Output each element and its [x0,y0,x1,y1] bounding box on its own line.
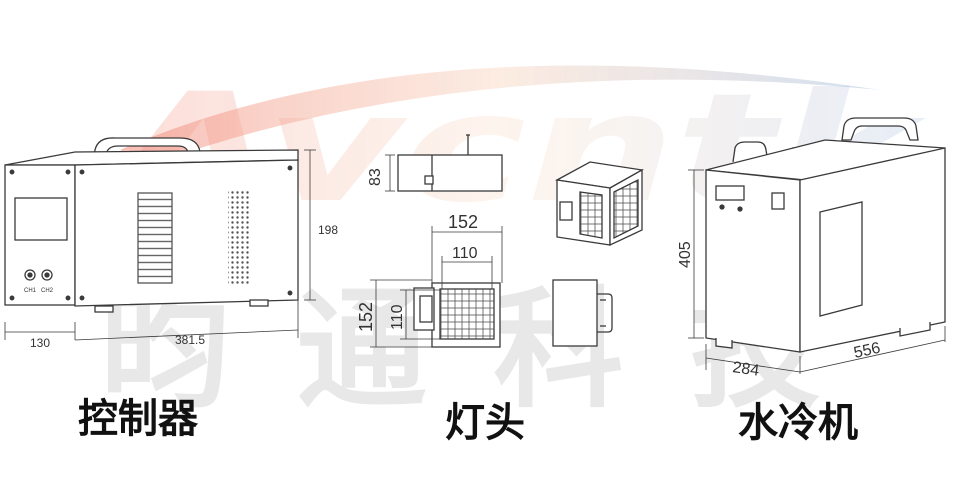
controller-screen [14,197,68,241]
chiller-display [715,185,745,201]
lamp-dim-outer-width: 152 [448,212,478,232]
chiller-side-panel [819,201,863,317]
lamp-side-view [552,279,598,347]
chiller-switch [771,192,785,210]
controller-vent-slats [137,192,173,284]
lamp-dim-inner-height: 110 [389,304,406,330]
controller-dim-depth: 130 [30,336,50,350]
controller-side [74,159,299,307]
lamp-drawing [370,134,644,348]
controller-dim-width: 381.5 [175,333,205,347]
chiller-handle-right [841,117,919,141]
chiller-drawing [688,117,946,374]
knob-ch2 [41,269,53,281]
chiller-dim-width: 556 [852,340,882,362]
chiller-handle-left [732,141,769,163]
lamp-dim-outer-height: 152 [356,302,376,332]
switch-label-ch2: CH2 [41,288,54,294]
controller-caption: 控制器 [78,396,199,442]
chiller-dim-height: 405 [677,241,694,268]
chiller-caption: 水冷机 [738,400,858,446]
chiller-dim-depth: 284 [731,359,760,380]
controller-vent-dots [228,190,250,285]
knob-ch1 [24,269,36,281]
lamp-front-grid [439,288,495,340]
lamp-top-view [397,154,503,192]
lamp-dim-top-height: 83 [367,168,384,186]
lamp-dim-inner-width: 110 [452,245,478,262]
controller-dim-height: 198 [318,223,338,237]
lamp-caption: 灯头 [445,400,525,446]
watermark-swoosh [120,65,880,165]
controller-drawing [4,137,316,341]
switch-label-ch1: CH1 [24,288,37,294]
